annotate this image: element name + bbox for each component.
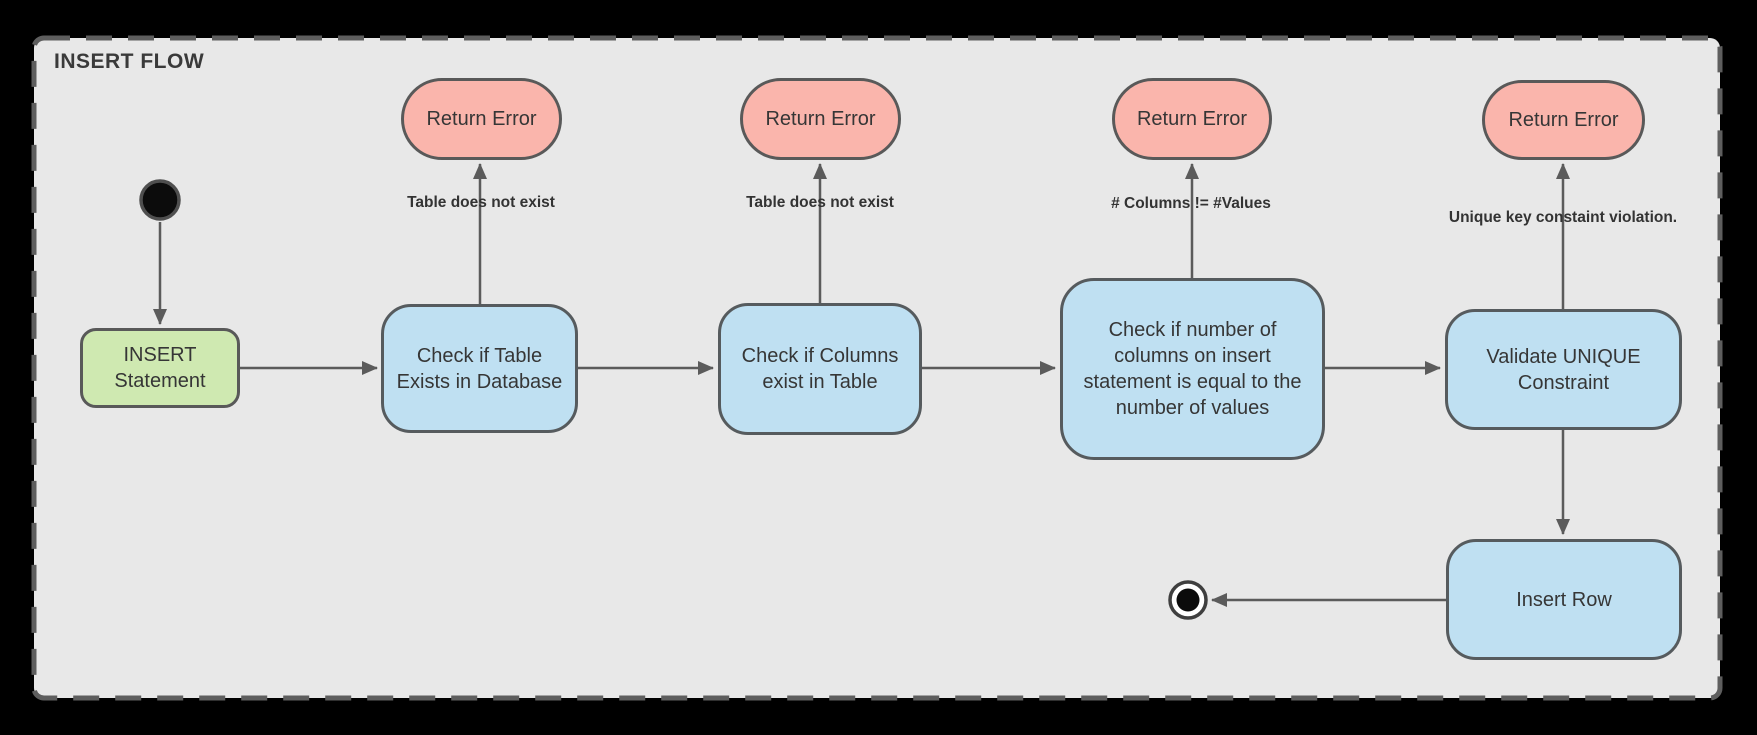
edge-label-unique-violation: Unique key constaint violation. xyxy=(1448,209,1678,226)
node-label: Return Error xyxy=(426,108,537,130)
node-label: Insert Row xyxy=(1516,588,1612,611)
node-label: Check if Columns exist in Table xyxy=(741,345,899,393)
node-insert-row: Insert Row xyxy=(1446,539,1682,660)
node-insert-statement: INSERT Statement xyxy=(80,328,240,408)
node-return-error-1: Return Error xyxy=(401,78,562,160)
initial-state-node xyxy=(139,179,181,221)
node-validate-unique: Validate UNIQUE Constraint xyxy=(1445,309,1682,430)
node-label: INSERT Statement xyxy=(114,344,206,392)
final-state-node xyxy=(1168,580,1208,620)
node-label: Check if Table Exists in Database xyxy=(396,344,563,393)
node-return-error-3: Return Error xyxy=(1112,78,1272,160)
node-check-column-value-count: Check if number of columns on insert sta… xyxy=(1060,278,1325,460)
node-label: Check if number of columns on insert sta… xyxy=(1083,319,1302,419)
node-return-error-2: Return Error xyxy=(740,78,901,160)
frame-title: INSERT FLOW xyxy=(54,50,205,73)
node-check-table-exists: Check if Table Exists in Database xyxy=(381,304,578,433)
edges xyxy=(153,163,1570,607)
node-label: Return Error xyxy=(1136,108,1248,130)
node-check-columns-exist: Check if Columns exist in Table xyxy=(718,303,922,435)
node-return-error-4: Return Error xyxy=(1482,80,1645,160)
edge-label-columns-values-mismatch: # Columns != #Values xyxy=(1111,195,1271,212)
node-label: Validate UNIQUE Constraint xyxy=(1486,345,1641,394)
edge-label-table-does-not-exist-2: Table does not exist xyxy=(746,194,894,211)
edge-label-table-does-not-exist-1: Table does not exist xyxy=(407,194,555,211)
node-label: Return Error xyxy=(1508,109,1619,131)
node-label: Return Error xyxy=(765,108,876,130)
